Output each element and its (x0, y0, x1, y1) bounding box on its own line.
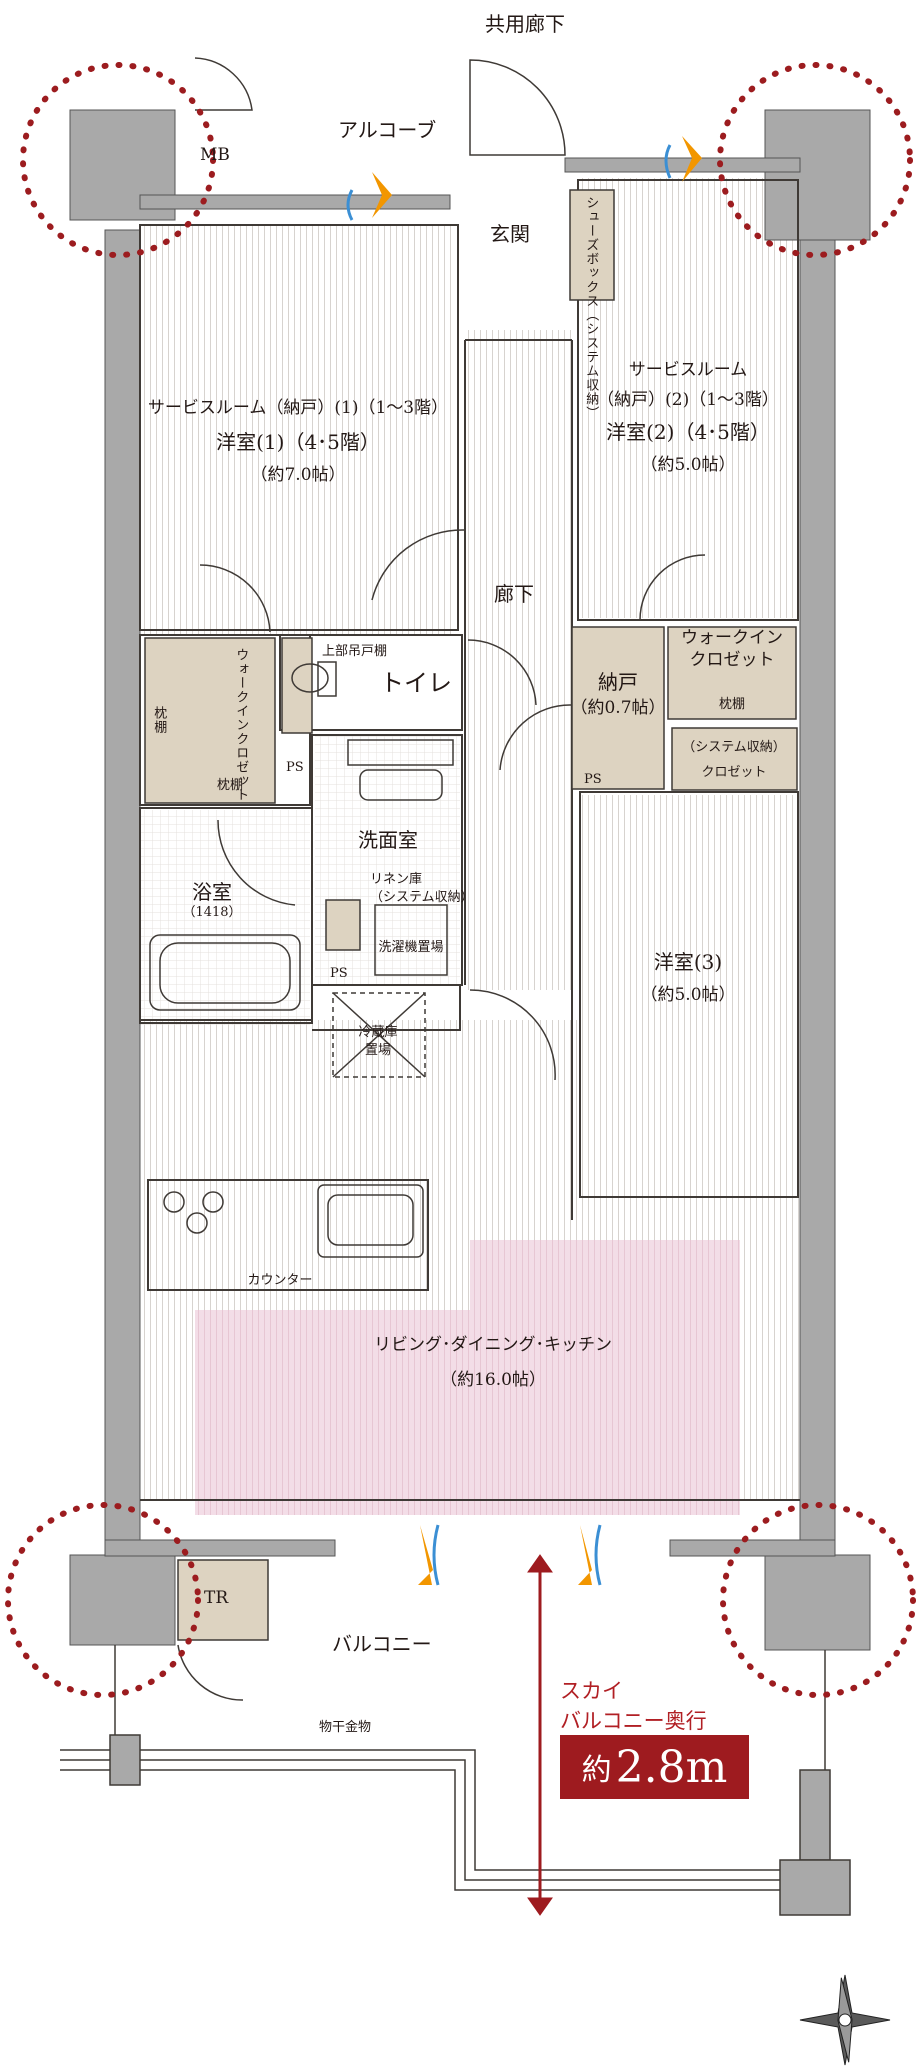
shoes-box-label: シューズボックス（システム収納） (582, 196, 598, 420)
ldk-size: （約16.0帖） (440, 1370, 546, 1390)
room2-line1: サービスルーム (628, 360, 748, 380)
makura-left-v: 枕棚 (151, 706, 167, 734)
corner-highlights (5, 62, 916, 1698)
linen-line1: リネン庫 (370, 872, 423, 887)
nando-size: （約0.7帖） (570, 698, 666, 718)
room2-line2: （納戸）(2)（1〜3階） (597, 390, 779, 410)
makura-right: 枕棚 (718, 697, 746, 712)
ps-3: PS (330, 966, 348, 981)
linen-line2: （システム収納） (370, 890, 474, 905)
ldk-highlight (195, 1240, 740, 1515)
tr-label: TR (204, 1588, 229, 1608)
fixtures (149, 661, 454, 1258)
wic-right-line2: クロゼット (689, 650, 775, 670)
hallway-label: 廊下 (494, 582, 534, 606)
ps-2: PS (584, 772, 602, 787)
compass-rose (799, 1974, 891, 2066)
wic-left-label: ウォークインクロゼット (233, 648, 249, 802)
sky-balcony-line1: スカイ (560, 1679, 623, 1703)
makura-left-h: 枕棚 (216, 778, 244, 793)
room1-line2: 洋室(1)（4･5階） (216, 430, 380, 454)
room2-line3: 洋室(2)（4･5階） (606, 420, 770, 444)
alcove-label: アルコーブ (338, 118, 437, 142)
laundry-label: 洗濯機置場 (378, 940, 444, 955)
balcony-rails (60, 1645, 851, 1916)
partitions (139, 179, 800, 1501)
genkan-label: 玄関 (490, 222, 530, 246)
depth-prefix: 約 (581, 1753, 612, 1788)
balcony-label: バルコニー (332, 1632, 432, 1656)
upper-shelf-label: 上部吊戸棚 (322, 644, 388, 659)
closet-system-line1: （システム収納） (682, 740, 786, 755)
storage-fills (144, 189, 798, 1641)
washroom-label: 洗面室 (358, 828, 418, 852)
bath-size: （1418） (182, 905, 242, 920)
room2-size: （約5.0帖） (640, 455, 736, 475)
sky-balcony-depth-badge: 約 2.8m (560, 1735, 749, 1799)
ps-1: PS (286, 760, 304, 775)
fridge-line1: 冷蔵庫 (358, 1025, 398, 1040)
ventilation-marks (346, 136, 702, 1586)
drying-hardware-label: 物干金物 (318, 1720, 372, 1735)
depth-value: 2.8m (615, 1741, 728, 1793)
nando-name: 納戸 (598, 670, 638, 694)
walls (69, 109, 871, 1651)
room1-line1: サービスルーム（納戸）(1)（1〜3階） (147, 398, 449, 418)
depth-arrow (527, 1554, 553, 1916)
closet-system-line2: クロゼット (701, 765, 767, 780)
fridge-line2: 置場 (364, 1043, 392, 1058)
room1-size: （約7.0帖） (250, 465, 346, 485)
door-swings (177, 57, 706, 1701)
room3-size: （約5.0帖） (640, 985, 736, 1005)
ldk-name: リビング･ダイニング･キッチン (374, 1335, 612, 1355)
sky-balcony-label: スカイ バルコニー奥行 (560, 1676, 707, 1737)
counter-label: カウンター (247, 1273, 313, 1288)
wic-right-line1: ウォークイン (681, 628, 783, 648)
toilet-label: トイレ (380, 669, 452, 697)
room3-name: 洋室(3) (653, 950, 723, 974)
shared-corridor-label: 共用廊下 (485, 12, 565, 36)
bath-name: 浴室 (192, 880, 232, 904)
mb-label: MB (200, 145, 230, 165)
sky-balcony-line2: バルコニー奥行 (560, 1709, 707, 1734)
